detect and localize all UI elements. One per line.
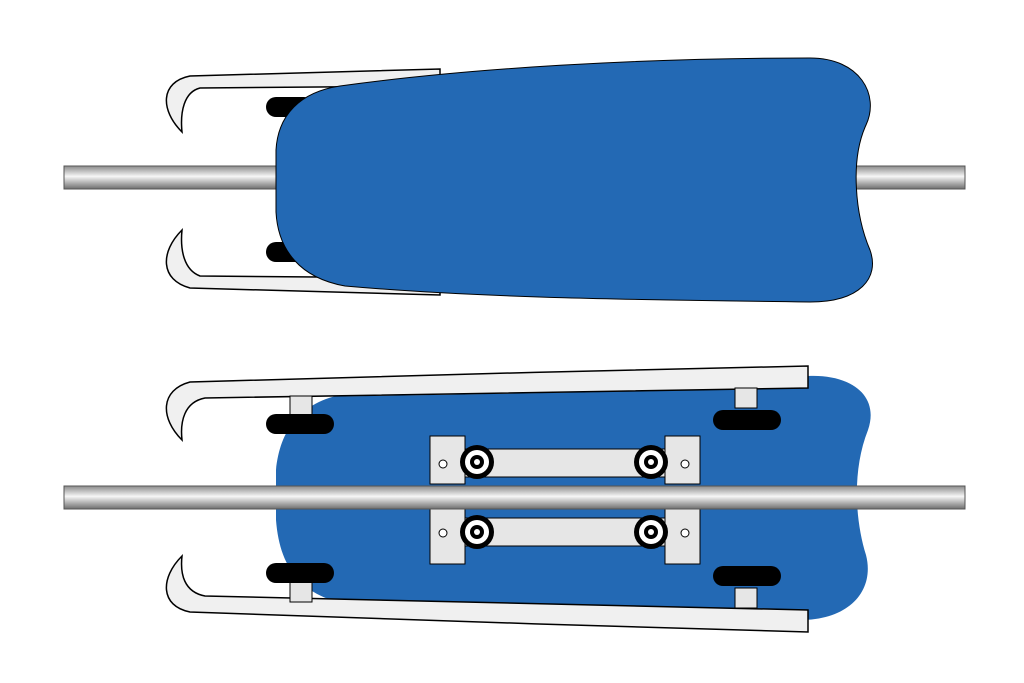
roller-wheel-icon	[460, 445, 494, 479]
bracket-right-upper	[664, 435, 701, 485]
strut-rear-upper	[734, 387, 758, 409]
lower-runner-bottom	[165, 553, 809, 633]
top-view	[63, 57, 966, 303]
mounting-hole-icon	[438, 528, 448, 538]
mounting-hole-icon	[680, 528, 690, 538]
seat-top	[275, 57, 873, 303]
crossbar-upper	[464, 448, 666, 478]
mounting-hole-icon	[438, 459, 448, 469]
crossbar-lower	[464, 517, 666, 547]
strut-front-upper	[289, 395, 313, 417]
axle-rail-bottom	[63, 485, 966, 510]
strut-front-lower	[289, 581, 313, 603]
bumper-rear-lower	[713, 566, 781, 586]
bumper-front-upper	[266, 414, 334, 434]
roller-wheel-icon	[634, 445, 668, 479]
bracket-left-lower	[429, 507, 466, 565]
upper-runner-bottom	[165, 365, 809, 443]
mounting-hole-icon	[680, 459, 690, 469]
bumper-rear-upper	[713, 410, 781, 430]
bottom-view	[63, 365, 966, 633]
bumper-front-lower	[266, 563, 334, 583]
bracket-left-upper	[429, 435, 466, 485]
strut-rear-lower	[734, 587, 758, 609]
roller-wheel-icon	[634, 515, 668, 549]
roller-wheel-icon	[460, 515, 494, 549]
